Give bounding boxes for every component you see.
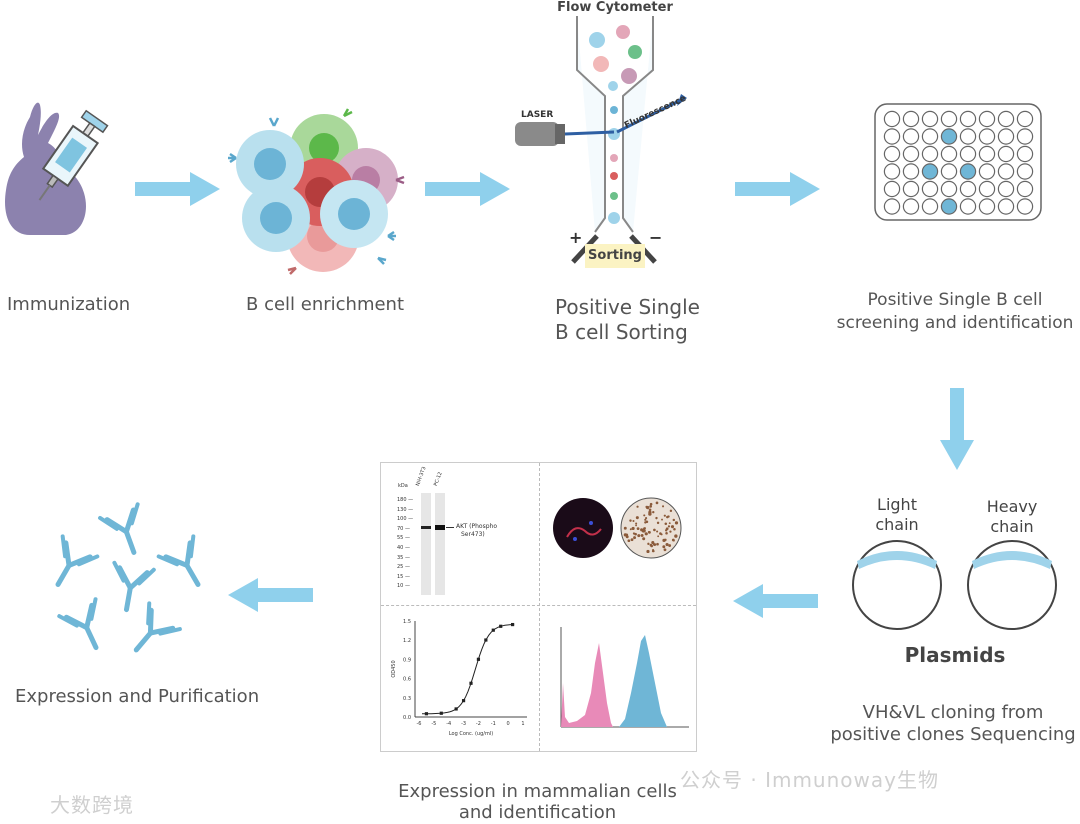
arrow-left-icon: [228, 578, 313, 612]
watermark-right: 公众号 · Immunoway生物: [680, 768, 939, 792]
data-point: [469, 681, 473, 685]
plasmids-diagram: Light chain Heavy chain Plasmids: [845, 495, 1070, 675]
x-tick-label: -1: [491, 721, 496, 727]
x-tick-label: -4: [446, 721, 451, 727]
x-axis-label: Log Conc. (ug/ml): [449, 731, 493, 737]
x-tick-label: 0: [507, 721, 510, 727]
heavy-chain-label-2: chain: [990, 517, 1034, 536]
flow-cytometer-diagram: Flow Cytometer LASER Fluorescence Sortin…: [505, 0, 725, 275]
data-point: [511, 622, 515, 627]
antibody-icon: [98, 502, 140, 555]
antibody-icon: [156, 534, 201, 588]
arrow-left-icon: [733, 584, 818, 618]
marker-label: 10 —: [397, 583, 410, 590]
step-sorting-label-2: B cell Sorting: [555, 320, 688, 344]
marker-label: 40 —: [397, 545, 410, 551]
antibody-icon: [57, 597, 99, 651]
light-chain-label-1: Light: [877, 495, 917, 514]
lane-label-2: PC-12: [433, 471, 444, 488]
marker-label: 100 —: [397, 516, 414, 523]
y-tick-label: 0.0: [403, 715, 411, 721]
microscopy-images: [553, 497, 682, 559]
expression-results-panel: kDa NIH-3T3 PC-12 180 — 130 — 100 — 70 — 55 …: [380, 462, 697, 752]
x-tick-label: -5: [431, 721, 436, 727]
minus-label: −: [649, 228, 663, 247]
syringe-icon: [38, 109, 109, 201]
arrow-right-icon: [735, 172, 820, 206]
band-label-2: Ser473): [461, 531, 485, 538]
arrow-right-icon: [425, 172, 510, 206]
marker-label: 180 —: [397, 497, 414, 503]
y-tick-label: 0.9: [403, 657, 411, 663]
marker-label: 130 —: [397, 506, 414, 513]
arrow-down-icon: [940, 388, 974, 470]
step-immunization-label: Immunization: [7, 294, 131, 315]
plus-label: +: [569, 228, 583, 247]
watermark-left: 大数跨境: [50, 793, 134, 817]
marker-label: 35 —: [397, 554, 410, 561]
band-label-1: AKT (Phospho: [456, 523, 497, 530]
b-cell-cluster-illustration: [228, 108, 405, 275]
plasmids-title: Plasmids: [904, 643, 1006, 667]
antibody-icon: [133, 601, 182, 653]
kda-label: kDa: [398, 483, 408, 489]
antibody-icon: [55, 534, 100, 588]
x-tick-label: -2: [476, 721, 481, 727]
step-expression-label-1: Expression in mammalian cells: [398, 781, 677, 802]
step-cloning-label-1: VH&VL cloning from: [862, 702, 1044, 723]
marker-label: 25 —: [397, 564, 410, 571]
data-point: [424, 712, 429, 716]
lane-label-1: NIH-3T3: [415, 466, 428, 488]
step-sorting-label-1: Positive Single: [555, 295, 700, 319]
step-purification-label: Expression and Purification: [15, 686, 260, 707]
data-point: [499, 624, 503, 628]
step-screening-label-1: Positive Single B cell: [867, 290, 1043, 310]
step-expression-label-2: and identification: [458, 802, 617, 823]
x-tick-label: 1: [521, 721, 524, 727]
step-cloning-label-2: positive clones Sequencing: [830, 724, 1076, 745]
step-enrichment-label: B cell enrichment: [246, 294, 405, 315]
y-tick-label: 0.6: [403, 677, 411, 683]
data-point: [476, 657, 481, 661]
cytometer-title: Flow Cytometer: [557, 0, 673, 15]
light-chain-label-2: chain: [875, 515, 919, 534]
sorting-label: Sorting: [588, 248, 642, 263]
data-point: [491, 628, 495, 632]
y-axis-label: OD450: [391, 660, 397, 677]
antibody-icon: [112, 560, 156, 613]
step-screening-label-2: screening and identification: [836, 313, 1074, 333]
y-tick-label: 0.3: [403, 696, 411, 702]
y-tick-label: 1.5: [403, 619, 411, 625]
well-plate-illustration: [874, 103, 1042, 221]
flow-histogram: [560, 627, 689, 728]
western-blot: kDa NIH-3T3 PC-12 180 — 130 — 100 — 70 — 55 …: [381, 463, 539, 605]
data-point: [484, 638, 488, 642]
x-tick-label: -6: [417, 721, 422, 727]
antibodies-illustration: [55, 502, 201, 653]
laser-label: LASER: [521, 110, 554, 120]
data-point: [454, 707, 458, 711]
data-point: [439, 711, 443, 715]
data-point: [461, 699, 466, 703]
marker-label: 55 —: [397, 535, 410, 542]
arrow-right-icon: [135, 172, 220, 206]
x-tick-label: -3: [461, 721, 466, 727]
marker-label: 15 —: [397, 573, 410, 580]
cell-particles: [589, 25, 642, 224]
y-tick-label: 1.2: [403, 638, 411, 644]
elisa-curve-chart: 1.5 1.2 0.9 0.6 0.3 0.0 -6 -5 -4 -3 -2 -1 0 1 OD450Log…: [391, 619, 527, 737]
heavy-chain-label-1: Heavy: [986, 497, 1038, 516]
rabbit-illustration: [5, 102, 109, 235]
marker-label: 70 —: [397, 525, 410, 532]
